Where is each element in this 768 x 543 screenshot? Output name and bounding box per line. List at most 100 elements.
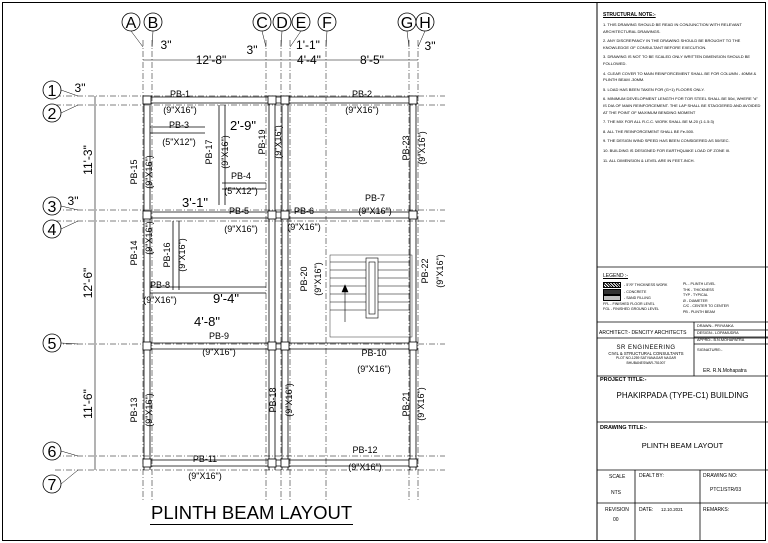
beam-id-label: PB-21 xyxy=(401,391,411,416)
dimension-label: 4'-4" xyxy=(297,53,321,67)
column xyxy=(142,210,152,220)
hatch-swatch xyxy=(603,282,621,288)
column xyxy=(142,341,152,351)
column-grid-label: D xyxy=(276,15,288,32)
structural-notes: 1. THIS DRAWING SHOULD BE READ IN CONJUN… xyxy=(603,22,761,167)
project-title: PHAKIRPADA (TYPE-C1) BUILDING xyxy=(616,391,749,400)
beam-id-label: PB-3 xyxy=(169,120,189,130)
abbr-item: C/C - CENTER TO CENTER xyxy=(683,304,729,309)
dimension-label: 3" xyxy=(425,39,436,53)
beam-size-label: (9"X16") xyxy=(313,262,323,295)
row-grid-label: 1 xyxy=(48,83,57,100)
grid-lines xyxy=(55,40,445,500)
dimension-label: 9'-4" xyxy=(213,291,239,306)
grid-leader xyxy=(60,450,79,457)
beam-id-label: PB-14 xyxy=(129,240,139,265)
dimension-label: 12'-8" xyxy=(196,53,227,67)
beam-size-label: (9"X16") xyxy=(202,347,235,357)
dimension-label: 4'-8" xyxy=(194,314,220,329)
grid-bubble xyxy=(291,12,311,32)
grid-leader xyxy=(130,30,144,48)
drawing-title-label: DRAWING TITLE:- xyxy=(600,425,648,431)
sand-swatch xyxy=(603,295,621,302)
stair-symbol xyxy=(329,254,413,338)
abbr-item: PL - PLINTH LEVEL xyxy=(683,282,716,286)
grid-leader xyxy=(60,89,79,97)
notes-title: STRUCTURAL NOTE:- xyxy=(603,12,656,18)
grid-leader xyxy=(261,30,267,48)
beam-size-label: (9"X16") xyxy=(345,105,378,115)
beam-size-label: (9"X16") xyxy=(273,125,283,158)
grid-bubble xyxy=(415,12,435,32)
beam-size-label: (9"X16") xyxy=(163,105,196,115)
column xyxy=(280,95,290,105)
drawn-label: DRAWN:- PRIYANKA xyxy=(697,324,734,328)
legend-item: - CONCRETE xyxy=(603,288,679,296)
beam-size-label: (9"X16") xyxy=(143,295,176,305)
grid-leader xyxy=(60,220,79,230)
column-grid-label: C xyxy=(256,15,268,32)
beam-id-label: PB-7 xyxy=(365,193,385,203)
dimension-label: 3" xyxy=(161,38,172,52)
beam-size-label: (9"X16") xyxy=(435,254,445,287)
grid-leader xyxy=(60,205,79,211)
grid-bubble xyxy=(272,12,292,32)
beam-id-label: PB-8 xyxy=(150,280,170,290)
beam-id-label: PB-15 xyxy=(129,159,139,184)
beam-size-label: (9"X16") xyxy=(358,206,391,216)
column xyxy=(142,95,152,105)
note-item: 10. BUILDING IS DESIGNED FOR EARTHQUAKE … xyxy=(603,147,731,153)
grid-bubble xyxy=(317,12,337,32)
firm-block: SR ENGINEERING CIVIL & STRUCTURAL CONSUL… xyxy=(599,345,693,366)
beam-id-label: PB-13 xyxy=(129,397,139,422)
column-grid-label: G xyxy=(401,15,413,32)
beam-id-label: PB-17 xyxy=(204,139,214,164)
date-label: DATE: xyxy=(639,507,654,513)
dimension-label: 11'-3" xyxy=(81,145,95,175)
beam-size-label: (9"X16") xyxy=(224,224,257,234)
legend-item: FFL - FINISHED FLOOR LEVEL xyxy=(603,301,655,306)
title-block-lines xyxy=(597,266,768,541)
legend-item: FGL - FINISHED GROUND LEVEL xyxy=(603,307,659,312)
approved-label: APPRD:- B.N.MOHAPATRA xyxy=(697,338,745,342)
dimension-label: 2'-9" xyxy=(230,118,256,133)
beam-id-label: PB-2 xyxy=(352,89,372,99)
beam-id-label: PB-18 xyxy=(268,387,278,412)
beam-id-label: PB-9 xyxy=(209,331,229,341)
grid-leader xyxy=(325,30,328,48)
beam-size-label: (9"X16") xyxy=(357,364,390,374)
dimension-label: 11'-6" xyxy=(81,389,95,419)
note-item: 2. ANY DISCREPANCY IN THE DRAWING SHOULD… xyxy=(603,38,741,50)
grid-bubble xyxy=(143,12,163,32)
beam-id-label: PB-5 xyxy=(229,206,249,216)
beam-size-label: (9"X16") xyxy=(416,387,426,420)
design-label: DESIGN:- LOPAMUDRA xyxy=(697,331,739,335)
grid-bubble xyxy=(42,441,62,461)
grid-leader xyxy=(60,342,79,345)
legend-items: - 5"/9" THICKNESS WORK - CONCRETE - SAND… xyxy=(603,282,679,313)
beam-id-label: PB-10 xyxy=(361,348,386,358)
beam-id-label: PB-19 xyxy=(257,129,267,154)
column xyxy=(408,210,418,220)
column xyxy=(267,210,277,220)
row-grid-label: 3 xyxy=(48,199,57,216)
revision-label: REVISION xyxy=(605,507,629,513)
note-item: 9. THE DESIGN WIND SPEED HAS BEEN CONSID… xyxy=(603,138,730,144)
grid-bubble xyxy=(42,333,62,353)
column xyxy=(408,341,418,351)
beam-size-label: (9"X16") xyxy=(287,222,320,232)
note-item: 7. THE MIX FOR ALL R.C.C. WORK SHALL BE … xyxy=(603,119,714,125)
beam-id-label: PB-22 xyxy=(420,258,430,283)
beam-size-label: (9"X16") xyxy=(144,393,154,426)
beam-size-label: (9"X16") xyxy=(188,471,221,481)
date-value: 12.10.2021 xyxy=(661,507,683,512)
beam-id-label: PB-1 xyxy=(170,89,190,99)
column xyxy=(267,458,277,468)
column xyxy=(142,458,152,468)
note-item: 6. MINIMUM DEVELOPMENT LENGTH FOR TOR ST… xyxy=(603,96,761,115)
beam-id-label: PB-4 xyxy=(231,171,251,181)
grid-leader xyxy=(280,30,283,48)
